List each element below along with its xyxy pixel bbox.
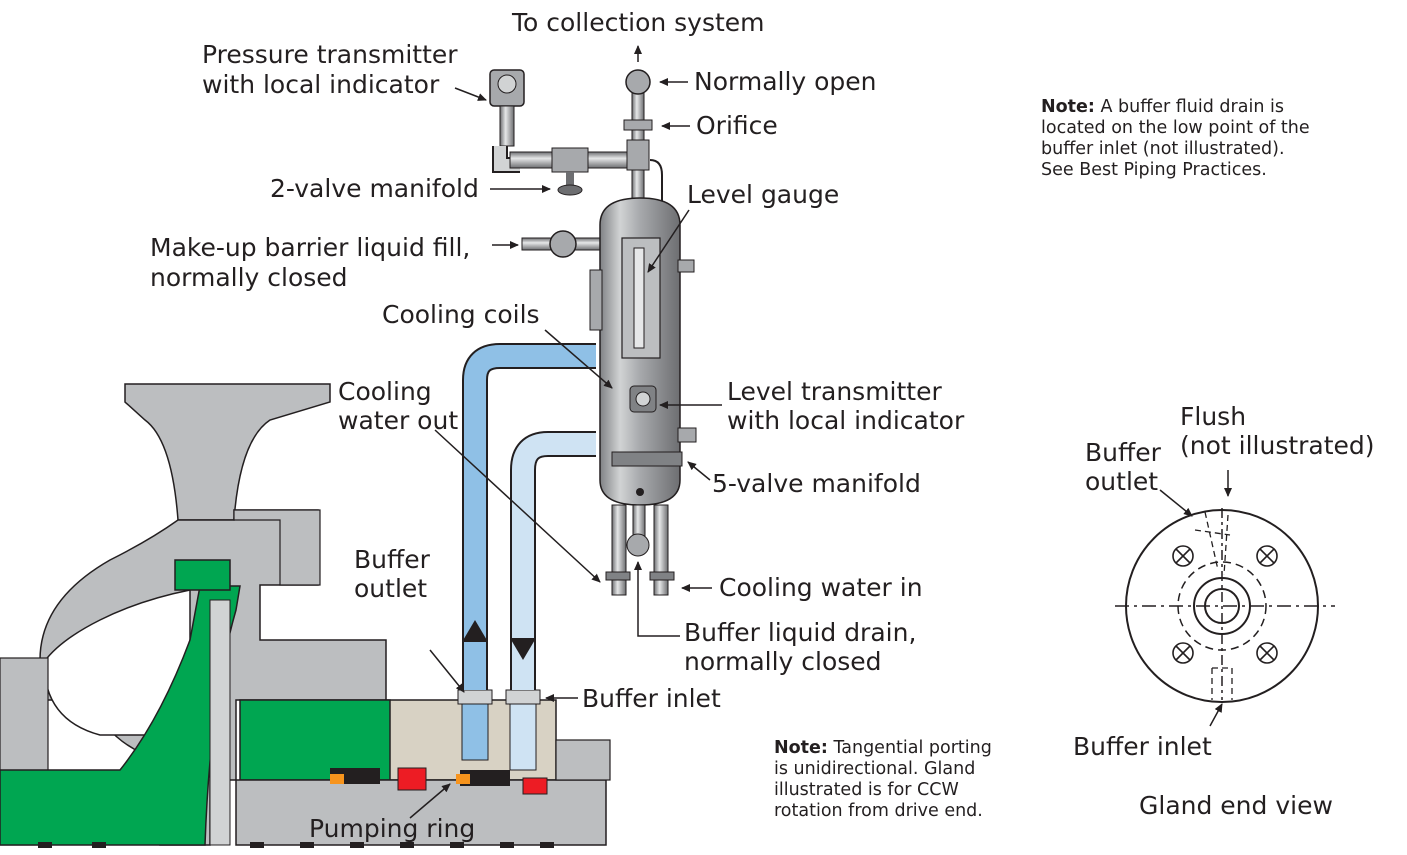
buffer-drain-label-2: normally closed — [684, 647, 882, 676]
orifice-label: Orifice — [696, 111, 778, 140]
cooling-water-out-label-1: Cooling — [338, 377, 432, 406]
gland-end-view — [1115, 470, 1335, 727]
pump-bearing-housing — [233, 509, 321, 586]
makeup-fill — [521, 230, 601, 258]
note-bottom-line-3: illustrated is for CCW — [774, 780, 959, 800]
leader-lines — [409, 78, 722, 819]
five-valve-manifold-label: 5-valve manifold — [712, 469, 921, 498]
pump-suction-nozzle — [124, 383, 331, 521]
seal-orange-part-1 — [330, 774, 344, 784]
level-gauge-label: Level gauge — [687, 180, 840, 209]
seal-orange-part-2 — [456, 774, 470, 784]
note-bottom: Note: Tangential porting is unidirection… — [774, 738, 992, 822]
seal-face-red-2 — [522, 777, 548, 795]
two-valve-manifold-body — [551, 147, 589, 173]
pump-casing — [0, 383, 611, 848]
makeup-fill-label-1: Make-up barrier liquid fill, — [150, 233, 471, 262]
gland-buffer-inlet-label: Buffer inlet — [1073, 732, 1212, 761]
cooling-water-in-label: Cooling water in — [719, 573, 923, 602]
note-bottom-line-4: rotation from drive end. — [774, 801, 983, 821]
note-bottom-line-2: is unidirectional. Gland — [774, 759, 976, 779]
gland-buffer-outlet-label-1: Buffer — [1085, 438, 1161, 467]
cooling-water-pipes — [462, 343, 596, 690]
seal-face-red-1 — [397, 767, 427, 791]
level-transmitter-label-2: with local indicator — [727, 406, 965, 435]
buffer-outlet-label-1: Buffer — [354, 545, 430, 574]
to-collection-label: To collection system — [512, 8, 765, 37]
gland-end-view-title: Gland end view — [1139, 791, 1333, 820]
flow-arrow-up — [462, 620, 488, 642]
buffer-outlet-label-2: outlet — [354, 574, 428, 603]
top-piping — [489, 45, 663, 330]
vessel-side-bracket — [589, 269, 603, 331]
orifice-flange — [623, 119, 653, 131]
pumping-ring-label: Pumping ring — [309, 814, 476, 843]
normally-open-label: Normally open — [694, 67, 877, 96]
note-bottom-bold: Note: — [774, 738, 828, 758]
gland-flush-label-2: (not illustrated) — [1180, 431, 1375, 460]
note-top-bold: Note: — [1041, 97, 1095, 117]
pressure-transmitter-label-2: with local indicator — [202, 70, 440, 99]
note-top: Note: A buffer fluid drain is located on… — [1041, 97, 1310, 181]
shaft — [209, 599, 231, 846]
reservoir-vessel — [589, 197, 697, 596]
pressure-transmitter-label-1: Pressure transmitter — [202, 40, 458, 69]
seal-end-block — [555, 739, 611, 781]
inlet-fitting — [505, 689, 541, 705]
bolt-heads — [38, 842, 554, 848]
note-top-line-1: A buffer fluid drain is — [1094, 97, 1284, 117]
drain-valve — [626, 533, 650, 557]
gland-inlet-port — [509, 699, 537, 771]
gland-buffer-outlet-label-2: outlet — [1085, 467, 1159, 496]
note-top-line-4: See Best Piping Practices. — [1041, 160, 1267, 180]
cooling-coils-label: Cooling coils — [382, 300, 540, 329]
five-valve-manifold-body — [611, 451, 683, 467]
note-top-line-3: buffer inlet (not illustrated). — [1041, 139, 1285, 159]
cooling-water-out-label-2: water out — [338, 406, 459, 435]
gland-flush-label-1: Flush — [1180, 402, 1247, 431]
normally-open-valve — [625, 69, 651, 95]
seal-housing-green — [239, 699, 391, 781]
gland-outlet-port — [461, 699, 489, 761]
note-bottom-line-1: Tangential porting — [827, 738, 992, 758]
green-impeller — [0, 585, 241, 846]
buffer-inlet-label: Buffer inlet — [582, 684, 721, 713]
seal-face-black-2 — [460, 770, 510, 786]
two-valve-manifold-label: 2-valve manifold — [270, 174, 479, 203]
buffer-drain-label-1: Buffer liquid drain, — [684, 618, 917, 647]
level-transmitter-label-1: Level transmitter — [727, 377, 942, 406]
outlet-fitting — [457, 689, 493, 705]
gland-bolt-holes — [1172, 545, 1278, 664]
makeup-fill-label-2: normally closed — [150, 263, 348, 292]
note-top-line-2: located on the low point of the — [1041, 118, 1310, 138]
green-seal-ring — [174, 559, 231, 591]
flow-arrow-down — [510, 638, 536, 660]
